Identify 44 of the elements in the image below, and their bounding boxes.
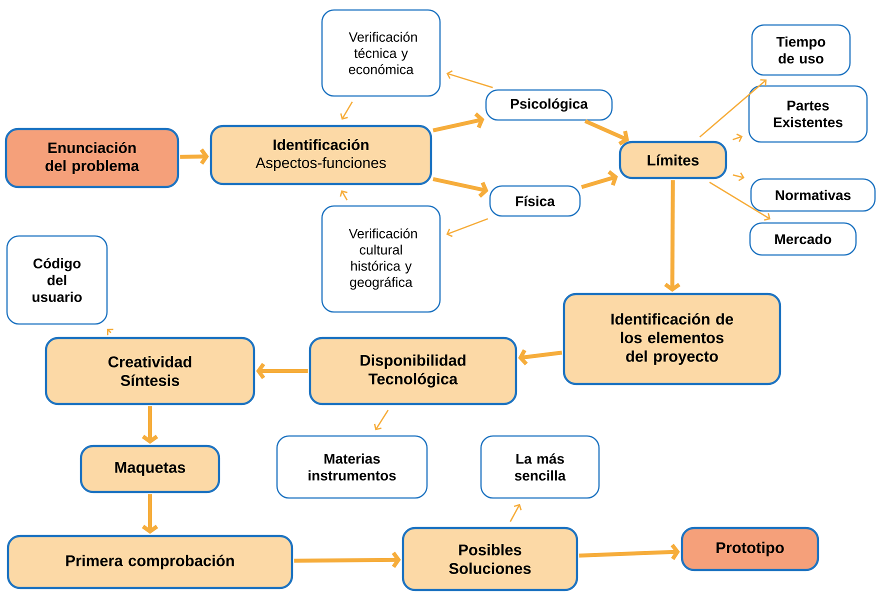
note-box: Materias instrumentos (276, 435, 428, 499)
arrow (340, 190, 348, 200)
arrow (432, 177, 488, 198)
note-box: Partes Existentes (748, 85, 868, 143)
arrow (581, 170, 618, 190)
note-box: Psicológica (485, 89, 613, 121)
note-box: Mercado (749, 222, 857, 256)
process-box: Prototipo (680, 526, 820, 572)
note-box: Código del usuario (6, 235, 108, 325)
arrow (446, 218, 488, 238)
arrow (106, 328, 114, 336)
note-box: Física (489, 185, 581, 217)
process-box: Enunciación del problema (4, 128, 180, 188)
arrow (709, 182, 770, 221)
process-box: Identificación de los elementos del proyecto (562, 292, 782, 386)
arrow (256, 362, 308, 380)
arrow (579, 544, 680, 560)
process-box: Primera comprobación (6, 534, 294, 590)
arrow (142, 406, 158, 444)
note-box: Normativas (750, 178, 876, 212)
arrow (699, 79, 767, 138)
process-box: Maquetas (80, 444, 220, 494)
arrow (518, 349, 562, 366)
note-box: Verificación cultural histórica y geográfica (321, 205, 441, 313)
arrow (142, 494, 158, 534)
note-box: Verificación técnica y económica (321, 9, 441, 97)
arrow (732, 133, 743, 142)
process-box: Posibles Soluciones (402, 526, 578, 592)
arrow (664, 180, 680, 292)
process-box: Límites (618, 140, 728, 180)
arrow (510, 504, 522, 522)
process-box: Identificación Aspectos-funciones (210, 124, 432, 186)
process-box: Creatividad Síntesis (44, 336, 256, 406)
note-box: Tiempo de uso (751, 24, 851, 76)
arrow (584, 119, 630, 146)
process-box: Disponibilidad Tecnológica (308, 336, 518, 406)
arrow (180, 148, 209, 165)
note-box: La más sencilla (480, 435, 600, 499)
arrow (374, 410, 389, 430)
arrow (432, 112, 484, 132)
arrow (446, 70, 493, 88)
arrow (294, 552, 401, 568)
arrow (340, 101, 353, 120)
arrow (732, 172, 745, 182)
